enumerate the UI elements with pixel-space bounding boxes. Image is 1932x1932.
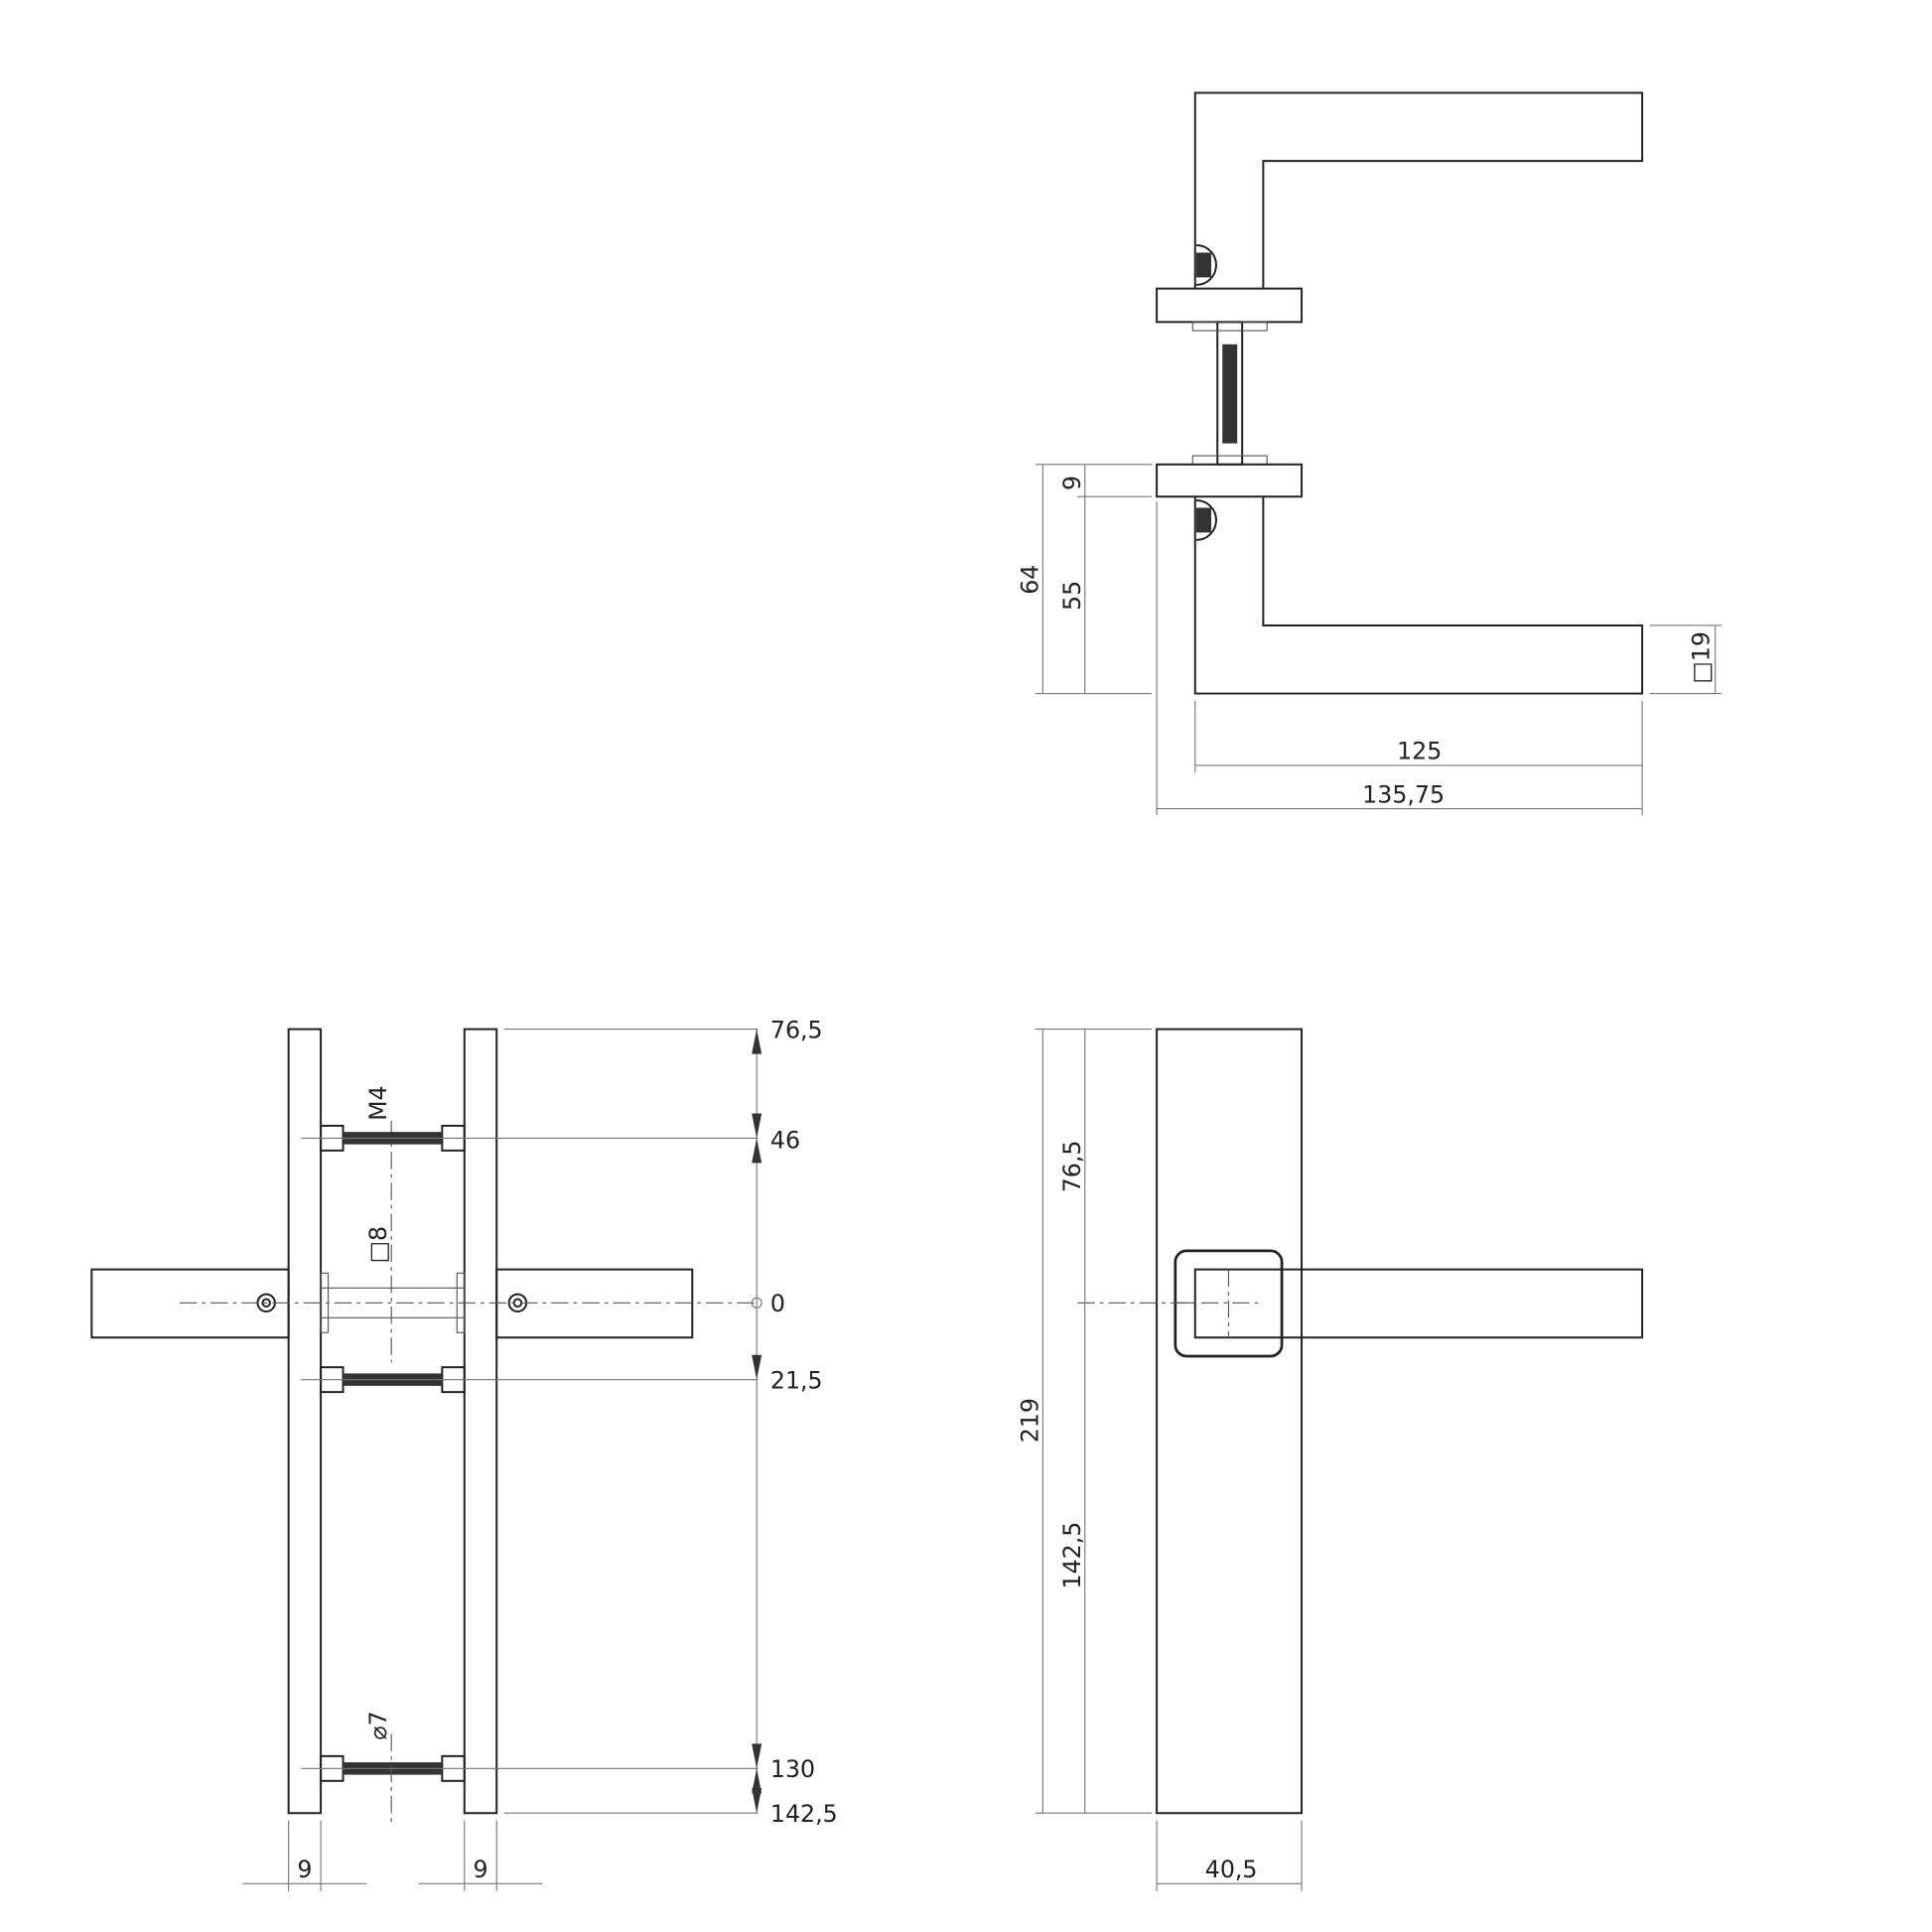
handle-lever <box>1193 1268 1644 1339</box>
right-handle-bar <box>495 1268 694 1339</box>
dim-219: 219 <box>1016 1398 1043 1443</box>
front-view: 219 76,5 142,5 40,5 <box>1016 1028 1644 1891</box>
spindle-thread <box>1222 344 1238 444</box>
dim-9: 9 <box>1058 476 1086 490</box>
grub-screw-icon <box>1195 243 1217 286</box>
dim-76-5-front: 76,5 <box>1058 1141 1086 1193</box>
dim-0: 0 <box>770 1290 785 1317</box>
callout-m4: M4 <box>364 1085 392 1121</box>
dim-55: 55 <box>1058 581 1086 611</box>
dim-135-75: 135,75 <box>1362 780 1445 808</box>
lower-rose <box>1156 463 1304 498</box>
dim-46: 46 <box>770 1126 800 1154</box>
side-view: 64 9 55 □19 125 135,75 <box>1016 91 1722 815</box>
dim-bar-section: □19 <box>1687 631 1715 684</box>
left-plate <box>287 1028 323 1815</box>
upper-rose <box>1156 287 1304 324</box>
back-plate <box>1156 1028 1304 1815</box>
dim-142-5-front: 142,5 <box>1058 1522 1086 1589</box>
dim-76-5: 76,5 <box>770 1016 823 1043</box>
callout-square-8: □8 <box>364 1226 392 1263</box>
upper-handle <box>1193 91 1644 289</box>
right-plate <box>463 1028 498 1815</box>
dim-125: 125 <box>1397 738 1442 765</box>
callout-dia-7: ⌀7 <box>364 1711 392 1739</box>
dim-142-5: 142,5 <box>770 1800 838 1828</box>
handle-rose <box>1173 1249 1284 1358</box>
dim-130: 130 <box>770 1755 815 1783</box>
dim-64: 64 <box>1016 565 1043 595</box>
lower-handle <box>1193 496 1644 695</box>
left-handle-bar <box>90 1268 290 1339</box>
dim-9-right: 9 <box>474 1856 488 1883</box>
dim-21-5: 21,5 <box>770 1366 823 1394</box>
dim-9-left: 9 <box>297 1856 312 1883</box>
grub-screw-icon <box>1195 498 1217 541</box>
dim-40-5: 40,5 <box>1205 1856 1258 1883</box>
plate-section-view: 76,5 46 0 21,5 130 142,5 M4 □8 ⌀7 9 9 <box>90 1016 838 1891</box>
